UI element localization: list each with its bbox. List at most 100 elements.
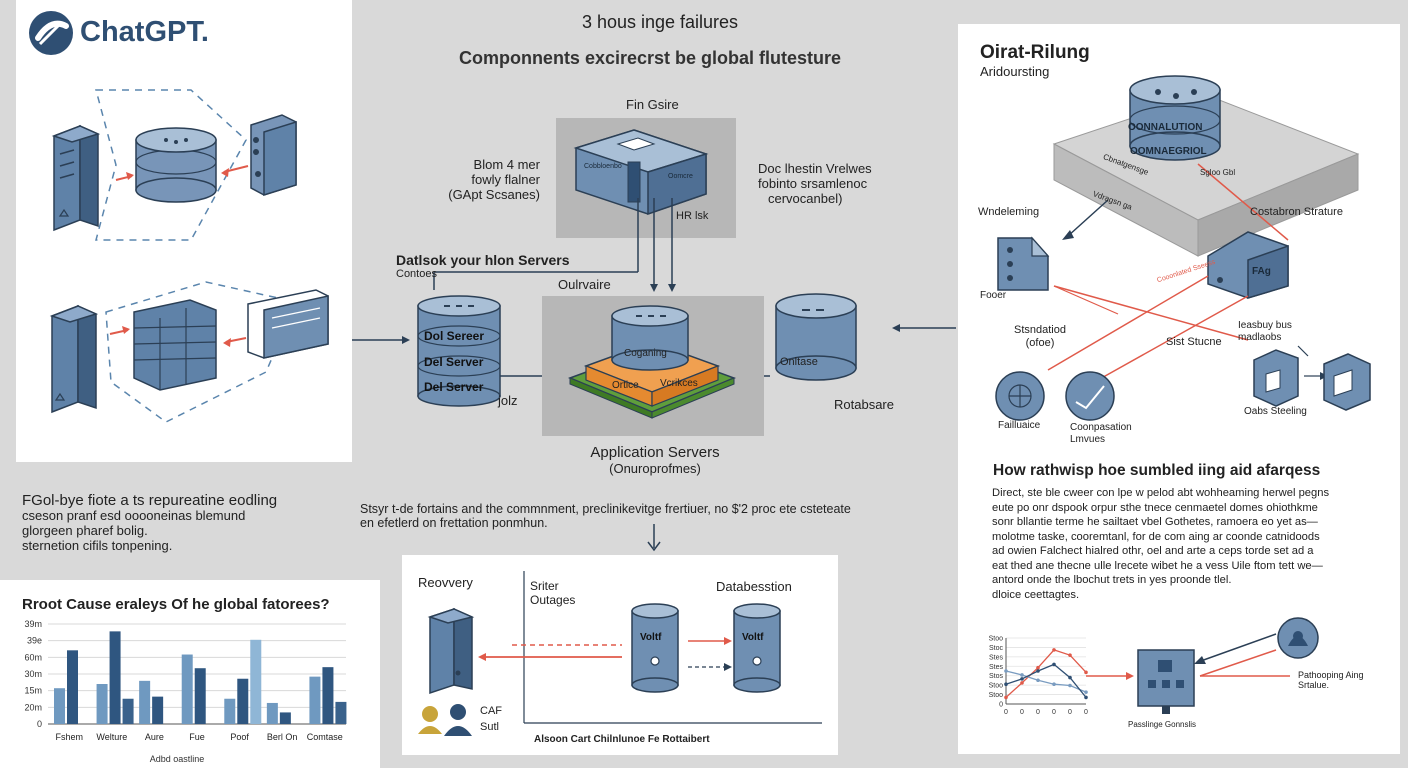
right-paragraph-line: Direct, ste ble cweer con lpe w pelod ab… [992, 487, 1330, 499]
bar [122, 698, 134, 724]
data-point [1068, 653, 1072, 657]
x-tick-label: Berl On [267, 732, 298, 742]
y-tick-label: Stoo [989, 692, 1004, 699]
data-point [1036, 669, 1040, 673]
left-description: FGol-bye fiote a ts repureatine eodling … [22, 492, 277, 554]
data-point [1004, 682, 1008, 686]
coonpsation-line: Lmvues [1070, 433, 1106, 445]
sriter-label: Sriter Outages [530, 579, 575, 608]
pathoping-line: Pathooping Aing [1298, 670, 1364, 680]
data-point [1036, 665, 1040, 670]
bar [266, 702, 278, 724]
page-subtitle: Componnents excirecrst be global flutest… [458, 48, 842, 68]
y-tick-label: 39m [24, 619, 42, 629]
data-point [1004, 695, 1008, 700]
data-point [1052, 682, 1056, 686]
fin-building-icon: Cobbloenbo Oomcre [573, 129, 709, 216]
chart-title: Rroot Cause eraleys Of he global fatoree… [22, 596, 330, 613]
fin-right-note-line: cervocanbel) [768, 190, 843, 206]
outsvare-label: Oulrvaire [558, 277, 611, 292]
center-description: Stsyr t-de fortains and the commnment, p… [360, 502, 851, 531]
bar [194, 668, 206, 724]
fin-left-note-line: (GApt Scsanes) [448, 186, 540, 202]
x-tick-label: Welture [96, 732, 127, 742]
left-description-line: glorgeen pharef bolig. [22, 523, 148, 539]
center-description-line: en efetlerd on frettation ponmhun. [360, 516, 548, 531]
right-paragraph-line: sonr bllantie terme he sailtaet vbel Got… [992, 516, 1318, 529]
data-point [1068, 675, 1072, 680]
y-tick-label: 0 [999, 702, 1003, 709]
y-tick-label: Stoo [989, 683, 1004, 690]
x-tick-label: 0 [1004, 709, 1008, 716]
x-tick-label: Aure [145, 732, 164, 742]
db-label: Dol Sereer [424, 329, 485, 343]
right-paragraph: Direct, ste ble cweer con lpe w pelod ab… [992, 486, 1329, 603]
fin-left-note: Blom 4 mer fowly flalner (GApt Scsanes) [440, 157, 540, 203]
fin-left-note-line: Blom 4 mer [473, 157, 540, 172]
right-paragraph-line: ad owien Falchect hialred othr, oel and … [992, 545, 1314, 558]
right-panel-title: Oirat-Rilung [980, 42, 1090, 63]
center-description-line: Stsyr t-de fortains and the commnment, p… [360, 502, 851, 516]
data-point [1020, 677, 1024, 681]
passlinge-label: Passlinge Gonnslis [1128, 720, 1197, 729]
left-top-panel: ChatGPT. [16, 0, 352, 462]
right-paragraph-line: antord onde the lbochut trets in yes pro… [992, 574, 1232, 587]
db-servers-sub: Contoes [396, 268, 437, 280]
y-tick-label: 15m [24, 686, 42, 696]
bar [309, 676, 321, 724]
bar [237, 678, 249, 724]
leastbuy-line: Ieasbuy bus [1238, 320, 1292, 331]
app-layer-label: Ortice [612, 380, 639, 391]
right-paragraph-line: dloice ceettagtes. [992, 588, 1080, 601]
right-bottom-diagram [1086, 617, 1319, 714]
app-servers-title: Application Servers [590, 444, 720, 461]
data-point [1004, 669, 1008, 673]
sist-stucne-label: Sist Stucne [1166, 336, 1222, 348]
box-text: FAg [1252, 266, 1271, 277]
y-tick-label: Stoc [989, 645, 1004, 652]
x-tick-label: Comtase [307, 732, 343, 742]
cylinder-label: Voltf [742, 632, 764, 643]
fin-left-note-line: fowly flalner [471, 171, 540, 187]
db-label: Del Server [424, 380, 484, 394]
recovery-footer: Alsoon Cart Chilnlunoe Fe Rottaibert [534, 734, 710, 745]
x-tick-label: 0 [1052, 709, 1056, 716]
svg-text:Cobbloenbo: Cobbloenbo [584, 163, 622, 170]
y-tick-label: 0 [37, 719, 42, 729]
bar [322, 667, 334, 724]
y-tick-label: 39e [27, 636, 42, 646]
app-layer-label: Vcrikces [660, 378, 698, 389]
leastbuy-line: madlaobs [1238, 331, 1282, 343]
onltase-label: Onltase [780, 356, 818, 368]
bar [109, 631, 121, 724]
svg-text:Oomcre: Oomcre [668, 173, 693, 180]
right-section-title: How rathwisp hoe sumbled iing aid afarqe… [993, 462, 1321, 479]
fin-label: Fin Gsire [626, 97, 679, 112]
x-tick-label: Fshem [56, 732, 84, 742]
bar [279, 712, 291, 724]
x-tick-label: Poof [230, 732, 249, 742]
recovery-label: Reovvery [418, 575, 473, 590]
fin-right-note-line: fobinto srsamlenoc [758, 175, 868, 191]
data-point [1084, 695, 1088, 700]
sriter-line: Sriter [530, 579, 559, 593]
right-paragraph-line: molotme taske, cooremtanl, for de com ai… [992, 530, 1320, 543]
db-text: OOMNAEGRIOL [1130, 146, 1207, 157]
onltase-db-icon [775, 293, 857, 381]
y-tick-label: 20m [24, 702, 42, 712]
sutl-label: Sutl [480, 721, 499, 733]
standatiod-line: (ofoe) [1025, 336, 1055, 349]
cylinder-label: Voltf [640, 632, 662, 643]
fin-right-note: Doc lhestin Vrelwes fobinto srsamlenoc c… [758, 161, 872, 207]
data-point [1068, 683, 1072, 688]
db-server-stack-icon [417, 295, 501, 407]
left-description-line: FGol-bye fiote a ts repureatine eodling [22, 492, 278, 509]
app-layer-stack-icon [567, 305, 737, 419]
left-description-line: sternetion cifils tonpening. [22, 538, 173, 554]
bar [54, 688, 65, 724]
data-point [1052, 648, 1056, 652]
data-point [1036, 678, 1040, 683]
leastbuy-label: Ieasbuy bus madlaobs [1238, 320, 1292, 343]
hr-label: HR lsk [676, 210, 709, 222]
